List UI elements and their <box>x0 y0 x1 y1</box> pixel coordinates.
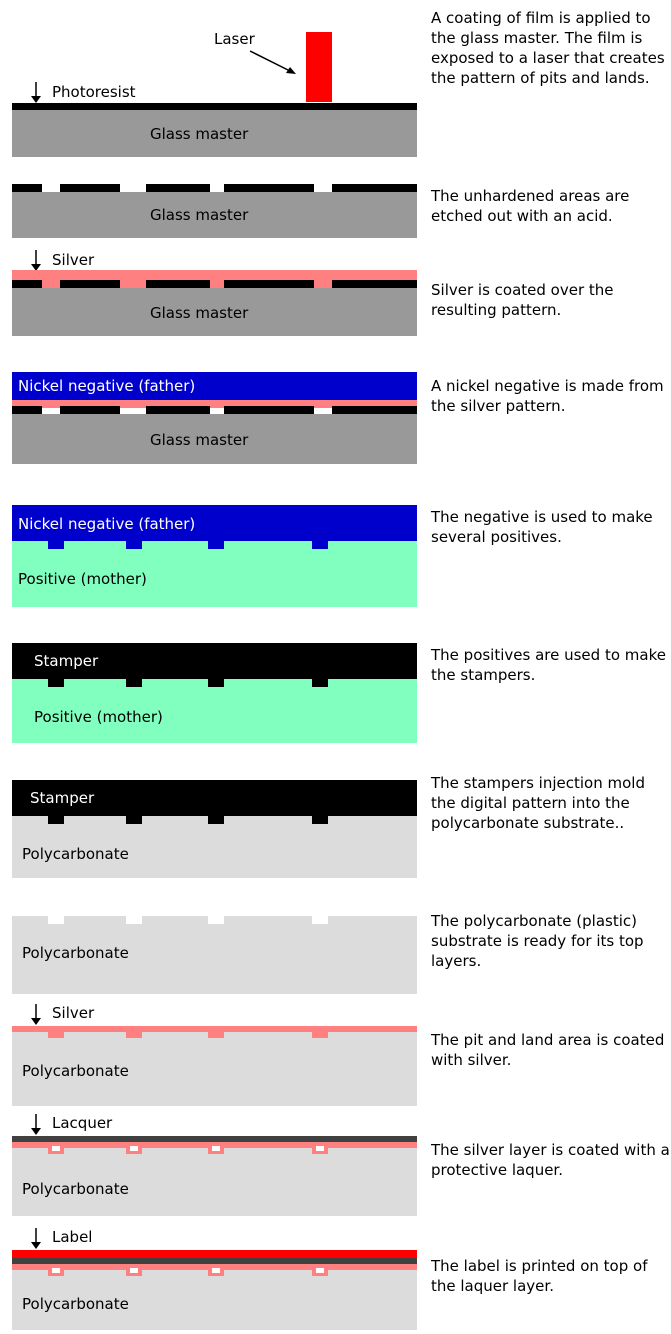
lacquer-arrow-icon <box>31 1114 41 1135</box>
polycarbonate-label: Polycarbonate <box>22 845 129 863</box>
nickel-negative-label: Nickel negative (father) <box>18 515 196 533</box>
laser-pointer-arrow-icon <box>249 50 296 74</box>
nickel-silver-interface <box>12 400 417 414</box>
step-8-description: The polycarbonate (plastic) substrate is… <box>431 912 644 970</box>
step-5-description: The negative is used to make several pos… <box>431 508 653 546</box>
photoresist-arrow-icon <box>31 82 41 103</box>
label-printed-polycarbonate <box>12 1250 417 1330</box>
stamper-bumps <box>48 679 328 687</box>
polycarbonate-label: Polycarbonate <box>22 1295 129 1313</box>
silver-over-pattern <box>12 270 417 288</box>
step-11-description: The label is printed on top of the laque… <box>431 1257 648 1295</box>
stamper-layer <box>12 643 417 679</box>
step-4-description: A nickel negative is made from the silve… <box>431 377 664 415</box>
photoresist-layer <box>12 103 417 110</box>
step-3-description: Silver is coated over the resulting patt… <box>431 281 614 319</box>
stamper-layer <box>12 780 417 816</box>
glass-master-block <box>12 414 417 464</box>
stamper-label: Stamper <box>30 789 95 807</box>
mother-surface <box>12 541 417 549</box>
glass-master-label: Glass master <box>150 206 249 224</box>
label-layer-label: Label <box>52 1228 93 1246</box>
glass-master-block <box>12 110 417 157</box>
silver-coated-polycarbonate <box>12 1026 417 1106</box>
positive-mother-block <box>12 549 417 607</box>
positive-mother-label: Positive (mother) <box>18 570 147 588</box>
silver-arrow-icon <box>31 250 41 271</box>
polycarbonate-label: Polycarbonate <box>22 1180 129 1198</box>
laser-beam <box>306 32 332 102</box>
nickel-negative-layer <box>12 505 417 541</box>
nickel-negative-layer <box>12 372 417 400</box>
stamper-label: Stamper <box>34 652 99 670</box>
laser-label: Laser <box>214 30 255 48</box>
glass-master-label: Glass master <box>150 431 249 449</box>
step-2-description: The unhardened areas are etched out with… <box>431 187 630 225</box>
etched-photoresist-pattern <box>12 184 417 192</box>
glass-master-label: Glass master <box>150 304 249 322</box>
step-7-description: The stampers injection mold the digital … <box>431 774 645 832</box>
silver-label: Silver <box>52 251 95 269</box>
step-10-description: The silver layer is coated with a protec… <box>431 1141 670 1179</box>
nickel-negative-label: Nickel negative (father) <box>18 377 196 395</box>
photoresist-label: Photoresist <box>52 83 136 101</box>
polycarbonate-block <box>12 816 417 878</box>
nickel-bumps <box>48 541 328 549</box>
label-arrow-icon <box>31 1228 41 1249</box>
lacquer-label: Lacquer <box>52 1114 113 1132</box>
step-6-description: The positives are used to make the stamp… <box>431 646 666 684</box>
step-9-description: The pit and land area is coated with sil… <box>431 1031 665 1069</box>
stamper-bumps <box>48 816 328 824</box>
glass-master-block <box>12 192 417 238</box>
step-1-description: A coating of film is applied to the glas… <box>431 9 665 87</box>
positive-mother-label: Positive (mother) <box>34 708 163 726</box>
polycarbonate-label: Polycarbonate <box>22 1062 129 1080</box>
polycarbonate-label: Polycarbonate <box>22 944 129 962</box>
lacquer-coated-polycarbonate <box>12 1136 417 1216</box>
positive-mother-block <box>12 679 417 743</box>
silver-label: Silver <box>52 1004 95 1022</box>
silver-arrow-icon <box>31 1004 41 1025</box>
glass-master-block <box>12 288 417 336</box>
glass-master-label: Glass master <box>150 125 249 143</box>
polycarbonate-substrate <box>12 916 417 994</box>
